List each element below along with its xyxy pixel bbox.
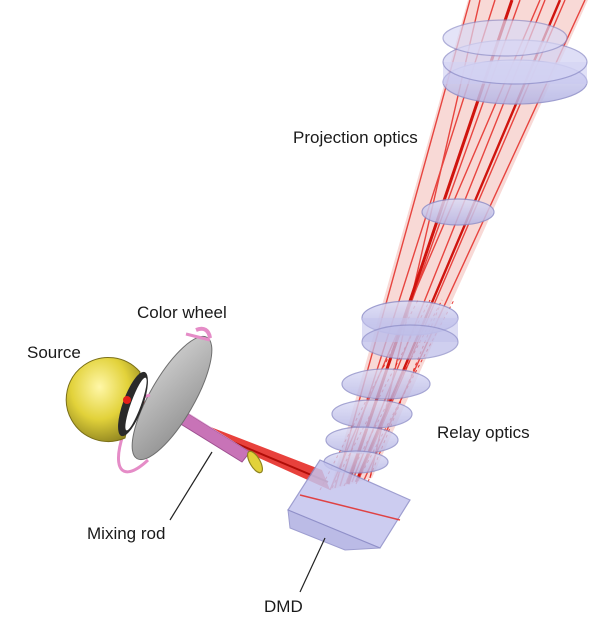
dmd-prism — [287, 459, 411, 551]
label-mixing-rod: Mixing rod — [87, 524, 165, 543]
source-lamp — [65, 357, 148, 442]
label-source: Source — [27, 343, 81, 362]
leader-lines — [169, 451, 326, 593]
label-color-wheel: Color wheel — [137, 303, 227, 322]
relay-lens-group — [323, 300, 459, 474]
label-projection-optics: Projection optics — [293, 128, 418, 147]
label-relay-optics: Relay optics — [437, 423, 530, 442]
projection-lens-group — [421, 19, 588, 226]
label-dmd: DMD — [264, 597, 303, 616]
